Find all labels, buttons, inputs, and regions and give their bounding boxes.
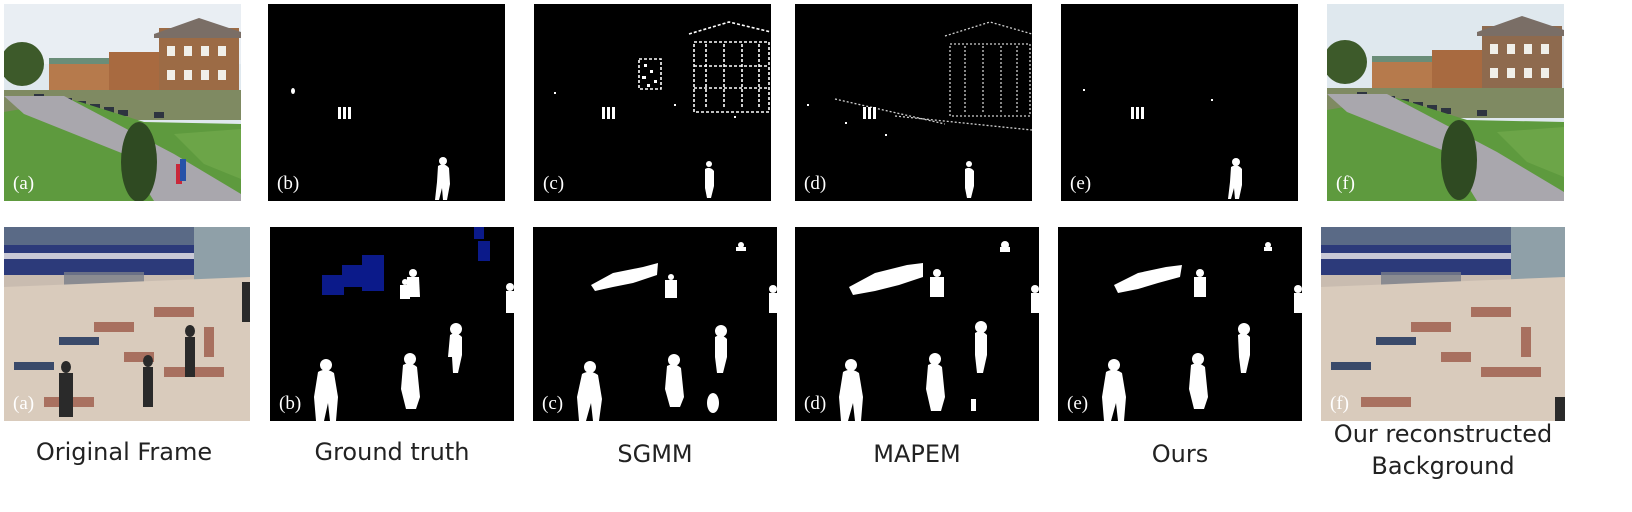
caption-original-frame: Original Frame [35, 438, 213, 466]
panel-tag-c-row2: (c) [542, 393, 564, 414]
caption-ours: Ours [1151, 440, 1209, 468]
row1-ours-mask: (e) [1061, 4, 1298, 201]
panel-tag-f-row2: (f) [1330, 393, 1349, 414]
ours-mask-image-row2 [1058, 227, 1302, 421]
row2-original-frame: (a) [4, 227, 250, 421]
row2-ground-truth-mask: (b) [270, 227, 514, 421]
campus-scene-image [4, 4, 241, 201]
row2-sgmm-mask: (c) [533, 227, 777, 421]
panel-tag-e: (e) [1070, 173, 1092, 194]
row1-mapem-mask: (d) [795, 4, 1032, 201]
row1-ground-truth-mask: (b) [268, 4, 505, 201]
caption-mapem: MAPEM [873, 440, 961, 468]
reconstructed-campus-image [1327, 4, 1564, 201]
mapem-mask-image [795, 4, 1032, 201]
station-scene-image [4, 227, 250, 421]
row2-reconstructed-background: (f) [1321, 227, 1565, 421]
sgmm-mask-image [534, 4, 771, 201]
ground-truth-mask-image [268, 4, 505, 201]
caption-background-line2: Background [1371, 452, 1515, 480]
caption-reconstructed-background: Our reconstructed Background [1316, 418, 1570, 482]
panel-tag-a-row2: (a) [13, 393, 35, 414]
panel-tag-a: (a) [13, 173, 35, 194]
panel-tag-b-row2: (b) [279, 393, 302, 414]
caption-ground-truth: Ground truth [314, 438, 470, 466]
panel-tag-e-row2: (e) [1067, 393, 1089, 414]
ours-mask-image [1061, 4, 1298, 201]
caption-background-line1: Our reconstructed [1333, 420, 1553, 448]
panel-tag-b: (b) [277, 173, 300, 194]
panel-tag-f: (f) [1336, 173, 1355, 194]
mapem-mask-image-row2 [795, 227, 1039, 421]
ground-truth-mask-image-row2 [270, 227, 514, 421]
panel-tag-d: (d) [804, 173, 827, 194]
row2-ours-mask: (e) [1058, 227, 1302, 421]
panel-tag-c: (c) [543, 173, 565, 194]
row2-mapem-mask: (d) [795, 227, 1039, 421]
row1-reconstructed-background: (f) [1327, 4, 1564, 201]
row1-sgmm-mask: (c) [534, 4, 771, 201]
caption-sgmm: SGMM [617, 440, 693, 468]
panel-tag-d-row2: (d) [804, 393, 827, 414]
row1-original-frame: (a) [4, 4, 241, 201]
reconstructed-station-image [1321, 227, 1565, 421]
sgmm-mask-image-row2 [533, 227, 777, 421]
